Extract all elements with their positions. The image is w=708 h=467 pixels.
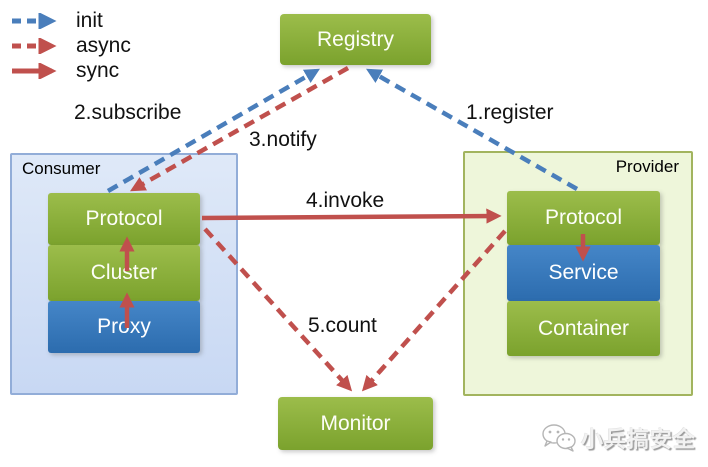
consumer-protocol-box: Protocol [48,193,200,245]
legend-label-init: init [76,9,103,32]
registry-label: Registry [316,27,395,51]
legend-item-sync: sync [10,58,131,83]
legend-item-async: async [10,33,131,58]
provider-container-label: Container [537,316,630,340]
wechat-icon [542,424,576,452]
provider-service-label: Service [548,261,619,284]
monitor-label: Monitor [320,411,391,435]
legend-item-init: init [10,8,131,33]
register-edge-label: 1.register [466,101,554,124]
legend-label-async: async [76,34,131,57]
consumer-cluster-box: Cluster [48,245,200,301]
subscribe-edge-label: 2.subscribe [74,101,182,124]
watermark: 小兵搞安全 [541,422,696,454]
count-edge-label: 5.count [308,314,377,337]
consumer-cluster-label: Cluster [90,261,158,284]
async-dashed-arrow-icon [12,37,57,54]
sync-solid-arrow-icon [12,62,57,79]
init-dashed-arrow-icon [12,12,57,29]
provider-container-box: Container [507,301,660,356]
provider-protocol-box: Protocol [507,191,660,245]
consumer-title: Consumer [22,159,101,178]
provider-protocol-label: Protocol [544,206,623,229]
legend-label-sync: sync [76,59,120,82]
watermark-text: 小兵搞安全 [580,427,696,452]
notify-edge-label: 3.notify [249,128,317,151]
provider-service-box: Service [507,245,660,301]
consumer-proxy-label: Proxy [97,315,151,338]
consumer-proxy-box: Proxy [48,301,200,353]
registry-node: Registry [280,14,431,65]
invoke-edge-label: 4.invoke [306,189,385,212]
consumer-protocol-label: Protocol [85,207,163,230]
monitor-node: Monitor [278,397,433,450]
legend: init async sync [10,8,131,83]
provider-title: Provider [615,157,679,176]
invoke-arrow [201,208,502,224]
